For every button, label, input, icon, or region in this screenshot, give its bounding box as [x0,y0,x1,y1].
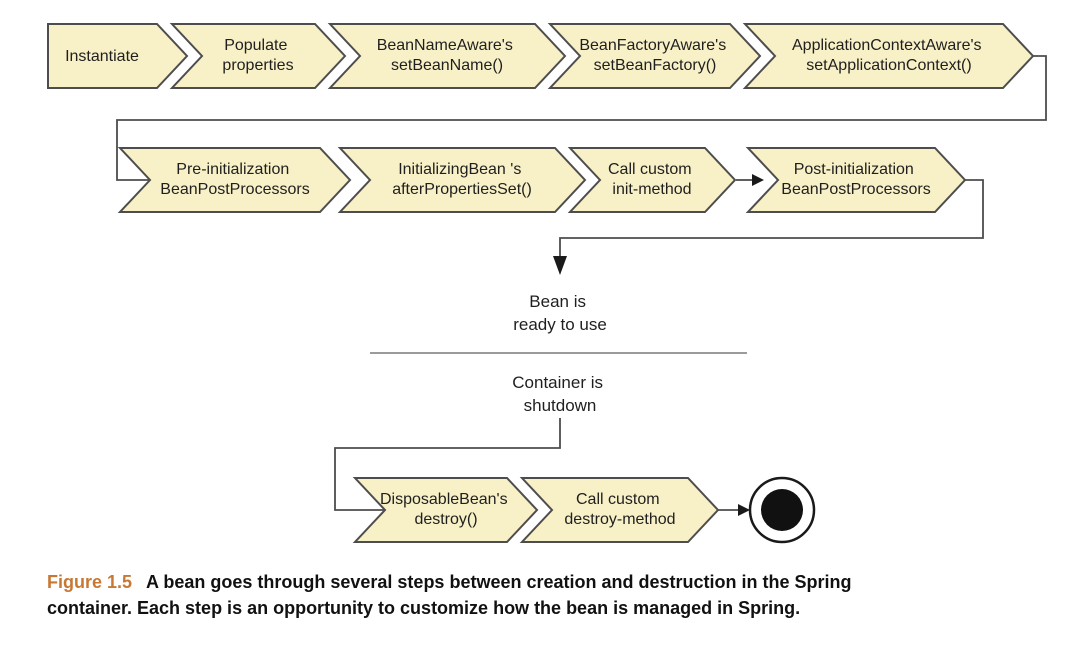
step-set-bean-factory: BeanFactoryAware's setBeanFactory() [547,23,762,89]
final-state-icon [748,476,816,544]
step-populate-properties: Populate properties [169,23,347,89]
step-set-bean-name: BeanNameAware's setBeanName() [327,23,567,89]
inline-arrow [736,174,764,186]
container-shutdown-label: Container is shutdown [512,373,607,415]
svg-text:Post-initialization Be: Post-initialization BeanPostProcessors [781,161,930,198]
svg-text:BeanFactoryAware's set: BeanFactoryAware's setBeanFactory() [579,37,730,74]
connector-row2-to-ready [559,179,984,257]
bean-ready-label: Bean is ready to use [513,292,607,334]
svg-text:BeanNameAware's setBea: BeanNameAware's setBeanName() [377,37,518,74]
step-call-destroy-method: Call custom destroy-method [519,477,720,543]
figure-caption: Figure 1.5 A bean goes through several st… [47,569,987,621]
step-call-init-method: Call custom init-method [567,147,737,213]
caption-line-1: A bean goes through several steps betwee… [146,572,852,592]
connector-shutdown-to-row3 [334,418,561,511]
step-disposable-bean-destroy: DisposableBean's destroy() [352,477,539,543]
bean-lifecycle-diagram: Instantiate Populate properties BeanName… [47,23,1047,544]
right-arrow-icon [752,174,764,186]
step-post-init-beanpostprocessors: Post-initialization BeanPostProcessors [745,147,967,213]
svg-text:DisposableBean's destr: DisposableBean's destroy() [380,491,512,528]
svg-text:InitializingBean 's af: InitializingBean 's afterPropertiesSet() [392,161,532,198]
svg-text:Instantiate: Instantiate [65,48,139,65]
step-pre-init-beanpostprocessors: Pre-initialization BeanPostProcessors [117,147,352,213]
svg-text:ApplicationContextAware's: ApplicationContextAware's setApplication… [792,37,986,74]
svg-text:Populate properties: Populate properties [222,37,293,74]
connector-row1-to-row2 [116,55,1047,181]
step-after-properties-set: InitializingBean 's afterPropertiesSet() [337,147,587,213]
right-arrow-icon [738,504,750,516]
down-arrow-icon [553,256,567,275]
svg-text:Call custom init-metho: Call custom init-method [608,161,696,198]
svg-text:Pre-initialization Bea: Pre-initialization BeanPostProcessors [160,161,309,198]
caption-line-2: container. Each step is an opportunity t… [47,598,801,618]
step-set-application-context: ApplicationContextAware's setApplication… [742,23,1035,89]
step-instantiate: Instantiate [47,23,189,89]
figure-number-label: Figure 1.5 [47,572,133,592]
svg-text:Call custom destroy-me: Call custom destroy-method [564,491,675,528]
